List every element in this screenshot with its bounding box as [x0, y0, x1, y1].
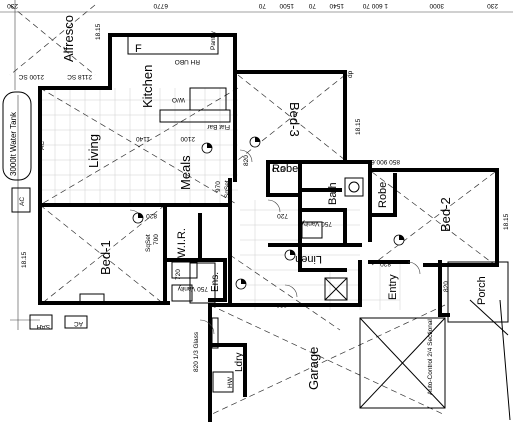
walls [38, 33, 499, 422]
room-ldry: Ldry [234, 353, 245, 372]
hw-label: HW [227, 376, 234, 388]
room-porch: Porch [476, 276, 488, 305]
rh-ubo-label: RH UBO [175, 58, 200, 65]
room-alfresco: Alfresco [61, 15, 76, 62]
door-720: 720 [277, 212, 288, 219]
smoke-detector-icon [235, 278, 247, 290]
room-wir: W.I.R. [176, 228, 188, 258]
svg-text:70: 70 [258, 2, 266, 9]
wo-label: W/O [172, 96, 185, 103]
door-820b: 820 [146, 212, 157, 219]
dim-815c: 18.15 [503, 213, 510, 230]
smoke-detector-icon [284, 249, 296, 261]
vanity-750b: 750 Vanity [177, 285, 208, 292]
room-bed2: Bed-2 [438, 197, 453, 232]
dim-815a: 18.15 [21, 251, 28, 268]
vanity-750a: 750 Vanity [301, 220, 332, 227]
svg-text:1540: 1540 [329, 2, 344, 9]
sah-label: SAH [36, 323, 50, 330]
room-bed1: Bed-1 [98, 240, 113, 275]
svg-text:70: 70 [308, 2, 316, 9]
sqset-b: SqSet [145, 234, 152, 252]
door-820a: 820 [243, 155, 250, 166]
svg-text:230: 230 [7, 2, 18, 9]
dim-815b: 18.15 [355, 118, 362, 135]
top-dimensions: 230 6770 70 1500 70 1540 1 600 70 3000 2… [7, 2, 498, 9]
room-robe: Robe [272, 163, 298, 175]
dp-label: dp [347, 70, 354, 78]
ac-living-label: AC [39, 141, 46, 150]
room-meals: Meals [178, 155, 193, 190]
room-entry: Entry [387, 274, 399, 300]
room-ens: Ens. [210, 272, 221, 292]
pantry-label: Pantry [210, 30, 217, 50]
room-linen: Linen [295, 253, 322, 265]
room-bath: Bath [327, 182, 339, 205]
dim-970: 970 [215, 181, 222, 192]
smoke-detector-icon [132, 212, 144, 224]
dim-700: 700 [153, 234, 160, 245]
room-bed3: Bed-3 [287, 102, 302, 137]
fridge-label: F [135, 43, 142, 55]
smoke-detector-icon [393, 234, 405, 246]
slider-2418: 2118 SC [67, 73, 92, 80]
room-living: Living [86, 134, 101, 168]
smoke-detector-icon [201, 142, 213, 154]
slider-2100: 2100 SC [18, 73, 44, 80]
svg-text:6770: 6770 [153, 2, 168, 9]
dim-2100: 2100 [180, 135, 195, 142]
svg-text:3000: 3000 [429, 2, 444, 9]
water-tank-label: 3000lt Water Tank [9, 111, 18, 176]
svg-text:1500: 1500 [279, 2, 294, 9]
smoke-detector-icon [249, 136, 261, 148]
dim-850-900: 850 900.6 [371, 158, 400, 165]
dim-815d: 18.15 [95, 23, 102, 40]
auto-door-label: Auto-Control 2/4 Sectional [427, 319, 434, 395]
annotations: F Pantry RH UBO W/O Flat Bar 2100 1140 A… [18, 23, 510, 395]
door-820d: 820 [380, 260, 391, 267]
clr-label: CLR [272, 167, 285, 174]
flat-bar-label: Flat Bar [206, 123, 230, 130]
sqset-a: SqSet [224, 180, 231, 198]
door-820e: 820 [443, 281, 450, 292]
room-labels: Alfresco Kitchen Living Meals Bed-3 Robe… [9, 15, 488, 390]
door-820c: 820 [276, 301, 287, 308]
svg-text:230: 230 [487, 2, 498, 9]
room-garage: Garage [306, 347, 321, 390]
svg-text:1 600 70: 1 600 70 [362, 2, 388, 9]
glass-label: 820 1/3 Glass [193, 331, 200, 372]
room-robe2: Robe [377, 182, 389, 208]
dim-720b: 720 [175, 269, 182, 280]
ac-left-label: AC [19, 197, 26, 206]
room-kitchen: Kitchen [140, 65, 155, 108]
dim-1140: 1140 [136, 135, 150, 142]
smoke-detectors [132, 136, 405, 290]
ac-bottom-label: AC [74, 320, 83, 327]
